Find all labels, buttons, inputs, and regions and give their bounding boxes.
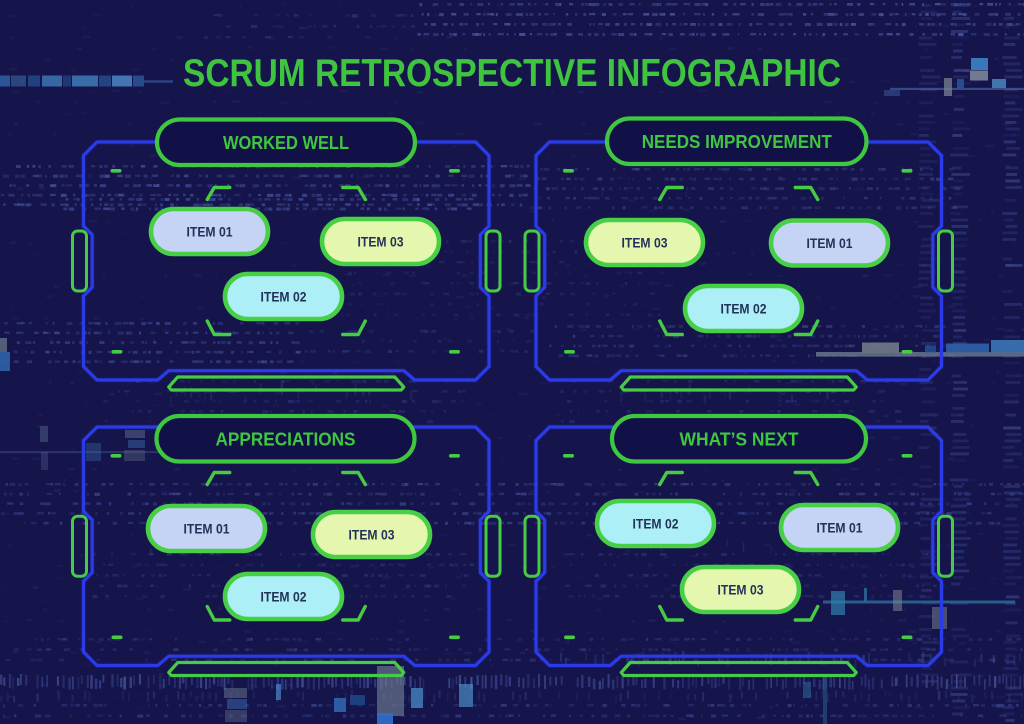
svg-text:ITEM 02: ITEM 02	[261, 289, 307, 305]
svg-text:ITEM 03: ITEM 03	[718, 582, 764, 598]
svg-text:ITEM 03: ITEM 03	[349, 527, 395, 543]
svg-text:ITEM 01: ITEM 01	[807, 235, 853, 251]
svg-text:ITEM 01: ITEM 01	[817, 520, 863, 536]
svg-text:ITEM 02: ITEM 02	[721, 301, 767, 317]
svg-text:SCRUM RETROSPECTIVE INFOGRAPHI: SCRUM RETROSPECTIVE INFOGRAPHIC	[183, 52, 841, 95]
svg-text:ITEM 01: ITEM 01	[187, 224, 233, 240]
svg-text:WORKED WELL: WORKED WELL	[223, 133, 349, 153]
svg-text:ITEM 02: ITEM 02	[633, 516, 679, 532]
svg-text:ITEM 03: ITEM 03	[622, 235, 668, 251]
svg-text:ITEM 03: ITEM 03	[358, 234, 404, 250]
svg-text:ITEM 02: ITEM 02	[261, 589, 307, 605]
svg-text:WHAT’S NEXT: WHAT’S NEXT	[680, 429, 799, 449]
svg-text:APPRECIATIONS: APPRECIATIONS	[216, 429, 356, 449]
svg-text:NEEDS IMPROVEMENT: NEEDS IMPROVEMENT	[642, 132, 832, 152]
svg-text:ITEM 01: ITEM 01	[184, 521, 230, 537]
